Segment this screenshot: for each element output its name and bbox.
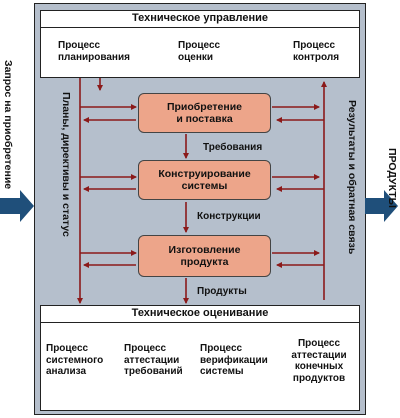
acquisition-request-label: Запрос на приобретение <box>2 60 14 190</box>
planning-process: Процесс планирования <box>58 40 130 63</box>
output-big-arrow <box>365 190 398 222</box>
technical-evaluation-title: Техническое оценивание <box>41 306 359 323</box>
technical-evaluation-panel: Техническое оценивание <box>40 305 360 411</box>
control-process: Процесс контроля <box>293 40 340 63</box>
designs-label: Конструкции <box>197 211 261 222</box>
products-label: Продукты <box>197 286 247 297</box>
products-output-label: ПРОДУКТЫ <box>386 148 398 208</box>
technical-management-title: Техническое управление <box>41 11 359 28</box>
system-design-block: Конструирование системы <box>138 160 271 200</box>
plans-directives-label: Планы, директивы и статус <box>60 92 72 237</box>
system-verification-process: Процесс верификации системы <box>200 343 268 377</box>
results-feedback-label: Результаты и обратная связь <box>346 100 358 255</box>
technical-management-panel: Техническое управление <box>40 10 360 78</box>
acquisition-supply-block: Приобретение и поставка <box>138 93 271 133</box>
requirements-label: Требования <box>203 142 263 153</box>
assessment-process: Процесс оценки <box>178 40 221 63</box>
system-analysis-process: Процесс системного анализа <box>46 343 104 377</box>
requirements-validation-process: Процесс аттестации требований <box>124 343 183 377</box>
end-products-validation-process: Процесс аттестации конечных продуктов <box>291 338 347 384</box>
input-big-arrow <box>0 190 34 222</box>
product-realization-block: Изготовление продукта <box>138 235 271 277</box>
